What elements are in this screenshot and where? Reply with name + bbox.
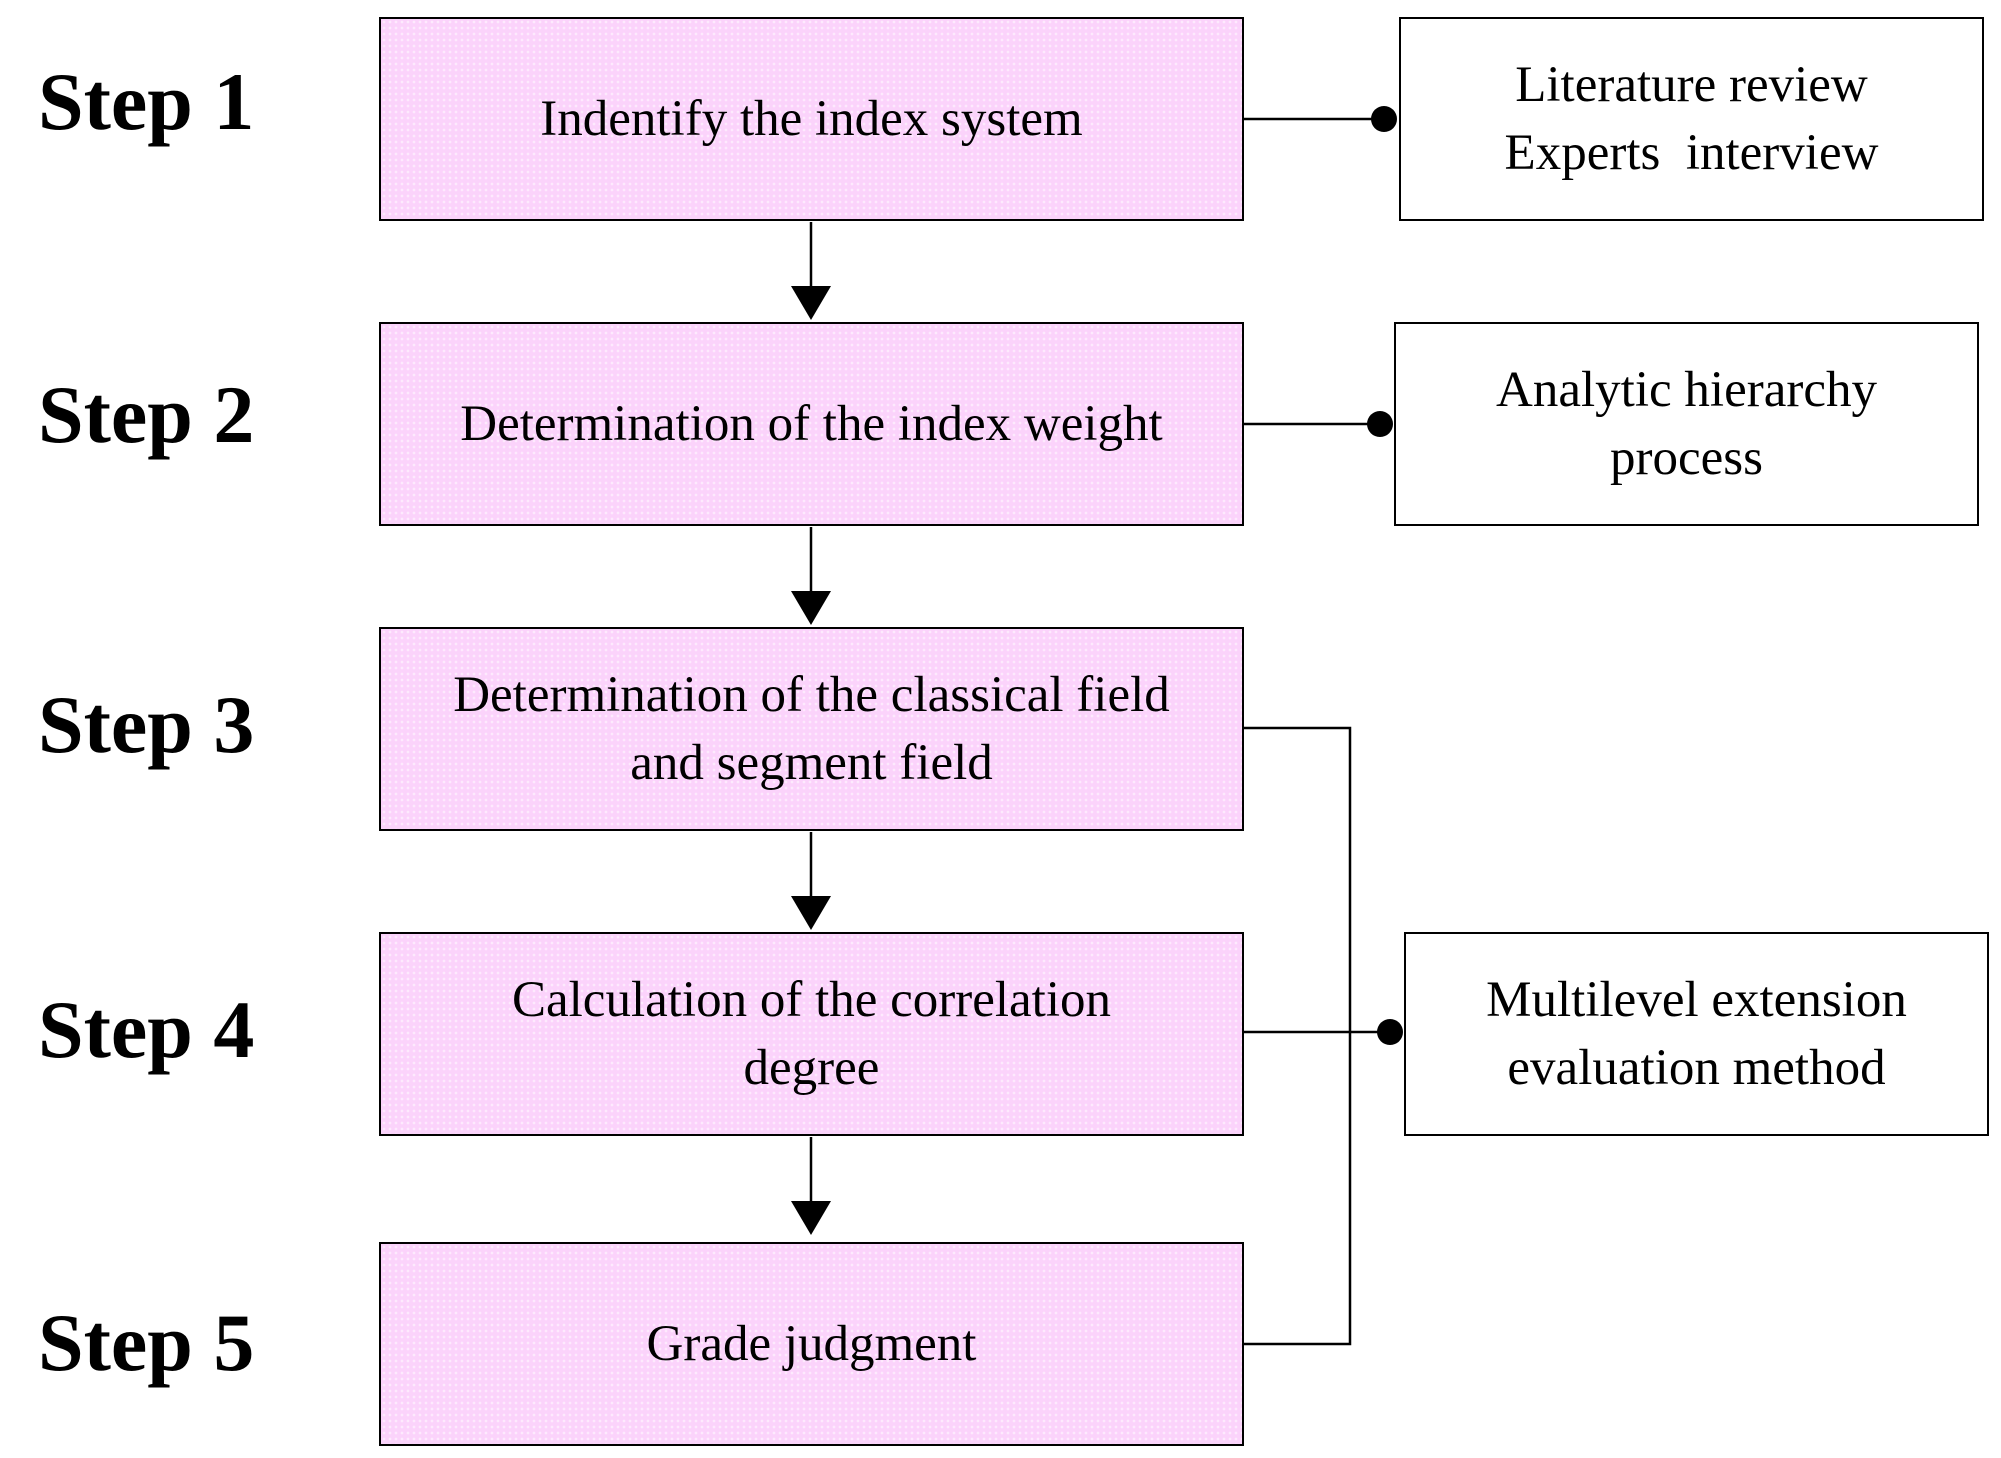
step-4-text-line-1: Calculation of the correlation [511, 972, 1112, 1028]
connector-dot-method1 [1371, 106, 1397, 132]
arrow-step4-step5-head [791, 1201, 831, 1235]
step-5-text: Grade judgment [646, 1316, 977, 1372]
method-1-text-line-2: Experts interview [1504, 125, 1879, 181]
method-3-text-line-1: Multilevel extension [1486, 972, 1907, 1028]
arrow-step3-step4-head [791, 896, 831, 930]
method-2-box: Analytic hierarchy process [1394, 322, 1979, 526]
method-2-text-line-1: Analytic hierarchy [1496, 362, 1877, 418]
step-2-box: Determination of the index weight [379, 322, 1244, 526]
step-3-label: Step 3 [38, 679, 255, 770]
step-4-box: Calculation of the correlation degree [379, 932, 1244, 1136]
connector-dot-method3 [1377, 1019, 1403, 1045]
step-5-box: Grade judgment [379, 1242, 1244, 1446]
method-3-box: Multilevel extension evaluation method [1404, 932, 1989, 1136]
step-1-text: Indentify the index system [540, 91, 1083, 147]
method-2-text-line-2: process [1610, 430, 1763, 486]
step-3-text-line-2: and segment field [630, 735, 993, 791]
bracket-steps3-5 [1244, 726, 1352, 1346]
step-2-label: Step 2 [38, 369, 255, 460]
arrow-step2-step3-head [791, 591, 831, 625]
method-3-text-line-2: evaluation method [1507, 1040, 1886, 1096]
step-5-label: Step 5 [38, 1297, 255, 1388]
method-1-text-line-1: Literature review [1515, 57, 1868, 113]
step-1-box: Indentify the index system [379, 17, 1244, 221]
step-4-label: Step 4 [38, 984, 255, 1075]
step-3-text-line-1: Determination of the classical field [453, 667, 1170, 723]
step-4-text-line-2: degree [743, 1040, 880, 1096]
method-1-box: Literature review Experts interview [1399, 17, 1984, 221]
step-2-text: Determination of the index weight [460, 396, 1163, 452]
connector-dot-method2 [1367, 411, 1393, 437]
step-3-box: Determination of the classical field and… [379, 627, 1244, 831]
step-1-label: Step 1 [38, 56, 255, 147]
arrow-step1-step2-head [791, 286, 831, 320]
